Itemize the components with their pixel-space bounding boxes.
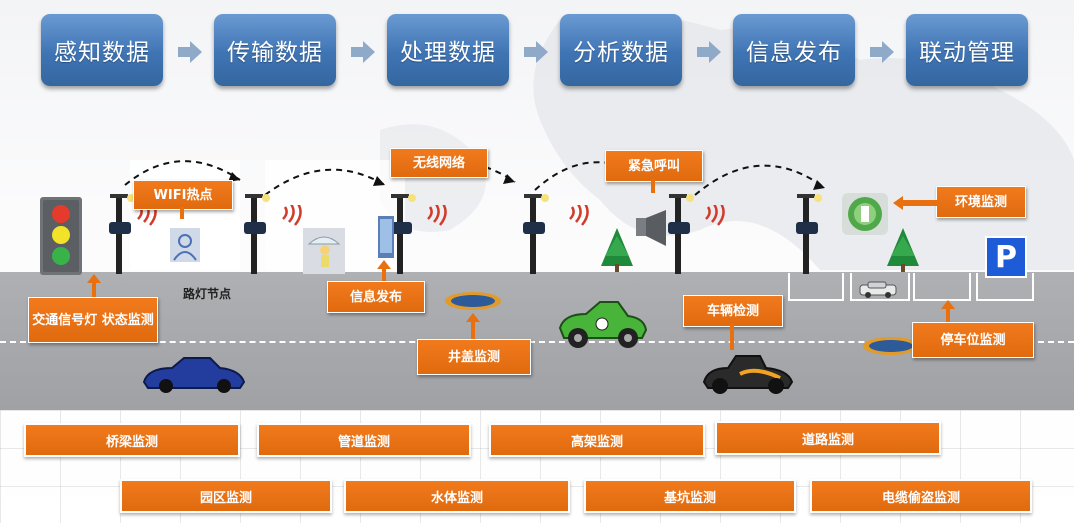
label-pointer: [946, 309, 950, 322]
green-race-car-icon: [558, 301, 648, 348]
label-pointer: [651, 179, 655, 193]
parking-space: [788, 273, 844, 301]
label-pointer: [471, 322, 475, 339]
lamp-node-icon: [523, 222, 545, 234]
cable-theft-monitoring-box: 电缆偷盗监测: [810, 479, 1032, 513]
lamp-node-icon: [796, 222, 818, 234]
flow-arrow-icon: [870, 41, 894, 63]
emergency-call-label: 紧急呼叫: [605, 150, 703, 182]
lamp-node-icon: [109, 222, 131, 234]
manhole-cover-icon: [445, 292, 501, 310]
parking-space: [850, 273, 910, 301]
flow-arrow-icon: [351, 41, 375, 63]
lamp-post: [397, 196, 403, 274]
lamp-bulbs: [110, 194, 822, 202]
label-pointer: [87, 274, 101, 283]
label-pointer: [893, 196, 939, 210]
lamp-node-icon: [668, 222, 690, 234]
label-pointer: [730, 324, 734, 350]
label-pointer: [377, 260, 391, 269]
label-pointer: [180, 207, 184, 219]
parking-space: [976, 273, 1034, 301]
lamp-post: [803, 196, 809, 274]
vehicle-detection-label: 车辆检测: [683, 295, 783, 327]
traffic-signal-monitoring-label: 交通信号灯 状态监测: [28, 297, 158, 343]
lamp-post: [251, 196, 257, 274]
step-sense-data: 感知数据: [41, 14, 163, 86]
step-transmit-data: 传输数据: [214, 14, 336, 86]
label-pointer: [92, 283, 96, 297]
elevated-road-monitoring-box: 高架监测: [489, 423, 705, 457]
road-monitoring-box: 道路监测: [715, 421, 941, 455]
environment-monitoring-label: 环境监测: [936, 186, 1026, 218]
parking-sign-icon: P: [985, 236, 1027, 278]
info-display-screen-icon: [378, 216, 394, 258]
tree-icon: [887, 228, 919, 272]
lamp-node-icon: [244, 222, 266, 234]
tree-icon: [601, 228, 633, 272]
label-pointer: [382, 269, 386, 281]
wifi-hotspot-label: WIFI热点: [133, 180, 233, 210]
step-publish-info: 信息发布: [733, 14, 855, 86]
hot-rod-car-icon: [702, 355, 794, 394]
lamp-node-label: 路灯节点: [183, 287, 232, 301]
wireless-network-label: 无线网络: [390, 148, 488, 178]
lamp-post: [530, 196, 536, 274]
manhole-cover-icon: [863, 337, 919, 355]
lane-divider: [0, 341, 1074, 343]
lamp-post: [675, 196, 681, 274]
label-pointer: [466, 313, 480, 322]
manhole-monitoring-label: 井盖监测: [417, 339, 531, 375]
bridge-monitoring-box: 桥梁监测: [24, 423, 240, 457]
water-monitoring-box: 水体监测: [344, 479, 570, 513]
traffic-light-icon: [40, 197, 82, 275]
step-analyze-data: 分析数据: [560, 14, 682, 86]
parked-car-icon: [859, 281, 897, 298]
pedestrian-umbrella-icon: [303, 228, 345, 274]
environment-sensor-icon: [842, 193, 888, 235]
label-pointer: [941, 300, 955, 309]
signal-wave-icons: [137, 205, 725, 226]
step-linkage-management: 联动管理: [906, 14, 1028, 86]
blue-vintage-car-icon: [142, 357, 246, 393]
lamp-node-icon: [390, 222, 412, 234]
parking-monitoring-label: 停车位监测: [912, 322, 1034, 358]
step-process-data: 处理数据: [387, 14, 509, 86]
flow-arrow-icon: [178, 41, 202, 63]
flow-arrow-icon: [524, 41, 548, 63]
flow-arrow-icon: [697, 41, 721, 63]
parking-space: [913, 273, 971, 301]
pipeline-monitoring-box: 管道监测: [257, 423, 471, 457]
foundation-pit-monitoring-box: 基坑监测: [584, 479, 796, 513]
park-monitoring-box: 园区监测: [120, 479, 332, 513]
info-publish-label: 信息发布: [327, 281, 425, 313]
lamp-post: [116, 196, 122, 274]
emergency-speaker-icon: [636, 210, 666, 246]
wifi-user-icon: [170, 228, 200, 262]
